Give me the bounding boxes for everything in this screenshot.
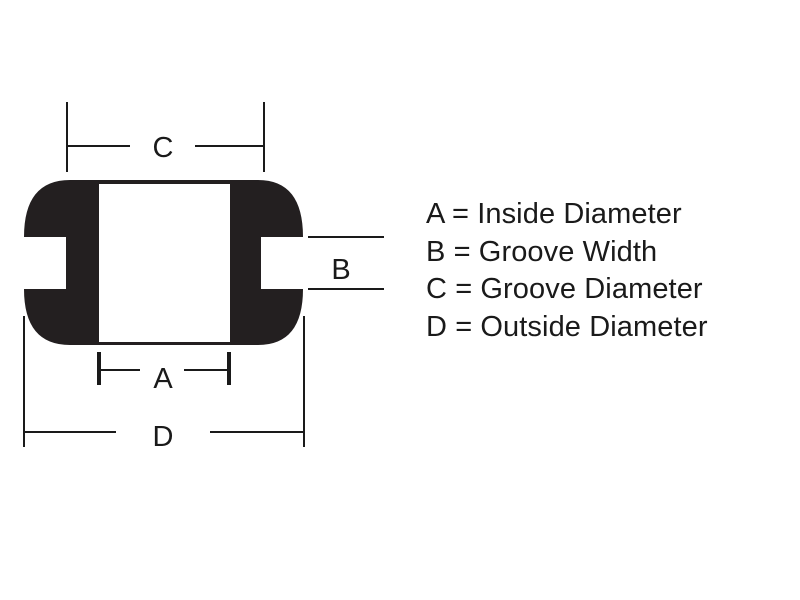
dimension-c [66, 102, 265, 172]
legend-item-b: B = Groove Width [426, 235, 658, 268]
legend-item-a: A = Inside Diameter [426, 198, 682, 230]
dimension-c-label: C [153, 132, 174, 164]
legend-item-d: D = Outside Diameter [426, 310, 708, 343]
grommet-inner-bore [99, 184, 230, 342]
dimension-legend: A = Inside Diameter B = Groove Width C =… [426, 196, 708, 346]
dimension-b-label: B [331, 254, 350, 286]
dimension-d-label: D [153, 421, 174, 453]
dimension-d [23, 316, 305, 447]
grommet-cross-section [24, 180, 303, 345]
dimension-b [308, 236, 384, 290]
legend-item-c: C = Groove Diameter [426, 273, 703, 305]
dimension-a [97, 352, 231, 385]
dimension-a-label: A [153, 363, 173, 395]
